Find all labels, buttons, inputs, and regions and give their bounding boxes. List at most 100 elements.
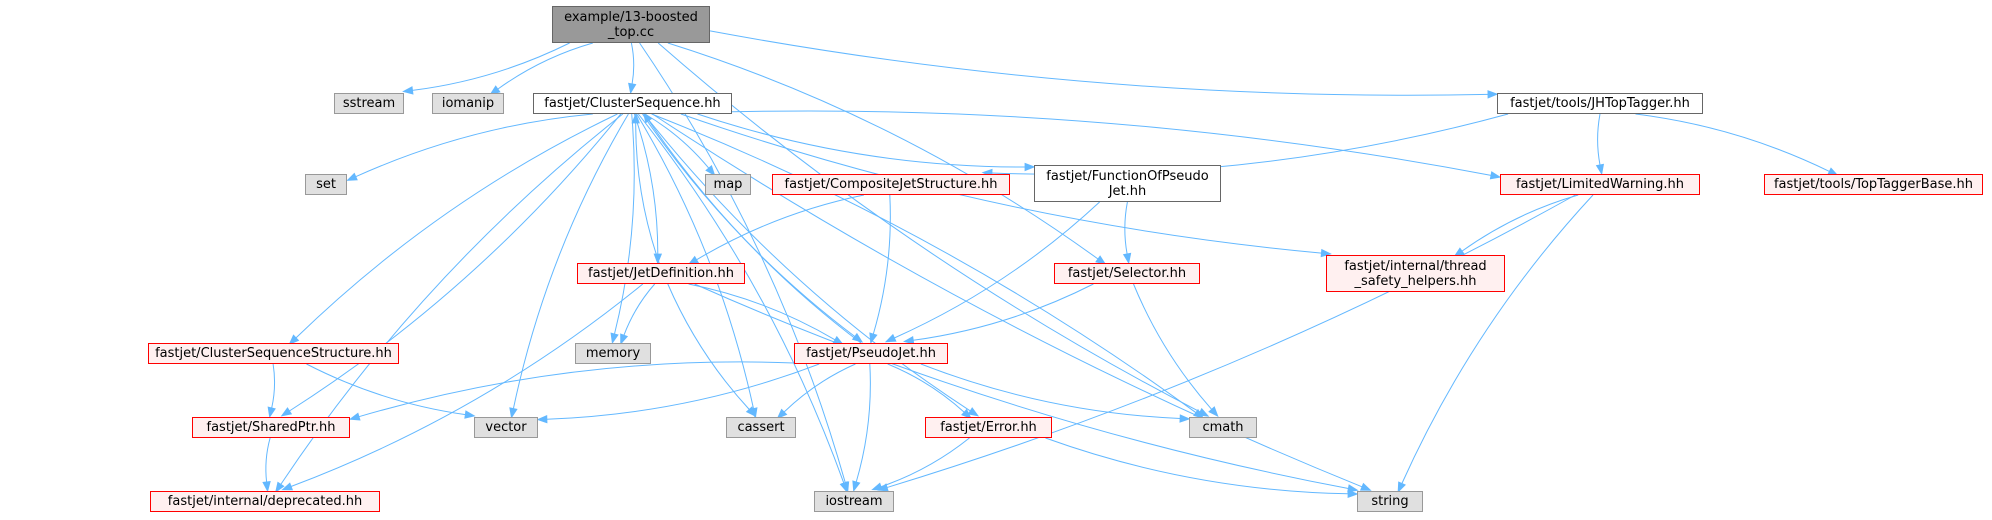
edge-root-to-iomanip bbox=[497, 42, 593, 90]
edge-root-to-jhtoptagger bbox=[709, 30, 1489, 96]
edge-jetdef-to-memory bbox=[623, 283, 656, 336]
node-label: fastjet/tools/TopTaggerBase.hh bbox=[1773, 177, 1974, 192]
edge-clusterseq-to-iostream bbox=[637, 113, 845, 484]
node-thread-safety-helpers[interactable]: fastjet/internal/thread_safety_helpers.h… bbox=[1326, 255, 1505, 292]
arrowhead-pseudojet-to-cassert bbox=[776, 408, 788, 420]
node-set[interactable]: set bbox=[305, 174, 347, 195]
node-deprecated[interactable]: fastjet/internal/deprecated.hh bbox=[150, 491, 380, 512]
edge-clusterseq-to-csstructure bbox=[295, 113, 618, 339]
arrowhead-pseudojet-to-vector bbox=[536, 414, 548, 424]
edge-pseudojet-to-vector bbox=[546, 363, 820, 420]
node-cluster-sequence-structure[interactable]: fastjet/ClusterSequenceStructure.hh bbox=[148, 343, 399, 364]
edge-limitedwarning-to-string bbox=[1401, 194, 1594, 484]
arrowhead-clusterseq-to-csstructure bbox=[288, 334, 300, 346]
edge-root-to-selector bbox=[667, 42, 1099, 260]
node-label: string bbox=[1371, 494, 1409, 509]
node-top-tagger-base[interactable]: fastjet/tools/TopTaggerBase.hh bbox=[1764, 174, 1983, 195]
arrowhead-pseudojet-to-clusterseq bbox=[642, 111, 653, 124]
node-iomanip[interactable]: iomanip bbox=[432, 93, 504, 114]
edge-pseudojet-to-cmath bbox=[920, 363, 1181, 419]
node-pseudojet[interactable]: fastjet/PseudoJet.hh bbox=[794, 343, 948, 364]
arrowhead-clusterseq-to-iostream bbox=[839, 481, 848, 493]
node-jh-top-tagger[interactable]: fastjet/tools/JHTopTagger.hh bbox=[1497, 93, 1703, 114]
edge-clusterseq-to-jetdef bbox=[633, 113, 659, 255]
node-label: fastjet/JetDefinition.hh bbox=[588, 266, 734, 281]
node-cluster-sequence[interactable]: fastjet/ClusterSequence.hh bbox=[533, 93, 732, 114]
arrowhead-pseudojet-to-cmath bbox=[1179, 414, 1191, 423]
arrowhead-sharedptr-to-deprecated bbox=[262, 481, 271, 493]
node-cassert[interactable]: cassert bbox=[726, 417, 796, 438]
edge-clusterseq-to-memory bbox=[614, 113, 635, 335]
arrowhead-pseudojet-to-error bbox=[961, 408, 972, 420]
arrowhead-selector-to-cmath bbox=[1208, 406, 1219, 418]
node-error[interactable]: fastjet/Error.hh bbox=[925, 417, 1052, 438]
arrowhead-jetdef-to-deprecated bbox=[281, 482, 294, 491]
arrowhead-clusterseq-to-set bbox=[346, 172, 358, 181]
edge-functionof-to-pseudojet bbox=[894, 201, 1100, 339]
node-label: fastjet/ClusterSequence.hh bbox=[544, 96, 721, 111]
node-cmath[interactable]: cmath bbox=[1189, 417, 1257, 438]
node-limited-warning[interactable]: fastjet/LimitedWarning.hh bbox=[1500, 174, 1700, 195]
arrowhead-root-to-jhtoptagger bbox=[1487, 90, 1499, 99]
edge-clusterseq-to-cmath bbox=[651, 113, 1197, 414]
node-label: memory bbox=[585, 346, 641, 361]
node-label: fastjet/Error.hh bbox=[940, 420, 1037, 435]
arrowhead-jetdef-to-string bbox=[1347, 484, 1359, 493]
arrowhead-pseudojet-to-iostream bbox=[852, 480, 861, 493]
edge-clusterseq-to-functionof bbox=[697, 113, 1026, 168]
node-string[interactable]: string bbox=[1357, 491, 1423, 512]
edge-clusterseq-to-cassert bbox=[636, 113, 754, 409]
node-memory[interactable]: memory bbox=[575, 343, 651, 364]
node-label: fastjet/PseudoJet.hh bbox=[806, 346, 936, 361]
edge-pseudojet-to-error bbox=[887, 363, 965, 413]
arrowhead-limitedwarning-to-string bbox=[1397, 481, 1406, 493]
node-iostream[interactable]: iostream bbox=[814, 491, 894, 512]
arrowhead-error-to-string bbox=[1347, 489, 1359, 499]
arrowhead-clusterseq-to-deprecated bbox=[275, 481, 285, 494]
arrowhead-jhtoptagger-to-limitedwarning bbox=[1595, 163, 1605, 176]
node-sstream[interactable]: sstream bbox=[334, 93, 404, 114]
edge-pseudojet-to-cassert bbox=[783, 363, 856, 413]
edge-jhtoptagger-to-toptaggerbase bbox=[1635, 113, 1830, 172]
arrowhead-clusterseq-to-memory bbox=[610, 332, 619, 345]
node-shared-ptr[interactable]: fastjet/SharedPtr.hh bbox=[192, 417, 350, 438]
edge-jetdef-to-cassert bbox=[667, 283, 750, 410]
arrowhead-clusterseq-to-vector bbox=[509, 407, 518, 419]
node-jet-definition[interactable]: fastjet/JetDefinition.hh bbox=[577, 263, 745, 284]
edge-sharedptr-to-deprecated bbox=[265, 437, 271, 483]
edge-clusterseq-to-set bbox=[355, 113, 593, 178]
edge-clusterseq-to-threadsafety bbox=[680, 113, 1322, 254]
node-selector[interactable]: fastjet/Selector.hh bbox=[1054, 263, 1200, 284]
node-map[interactable]: map bbox=[705, 174, 751, 195]
arrowhead-csstructure-to-vector bbox=[464, 410, 476, 419]
edge-csstructure-to-vector bbox=[306, 363, 466, 416]
arrowhead-root-to-clusterseq bbox=[628, 82, 637, 95]
edge-jetdef-to-string bbox=[694, 283, 1349, 489]
edge-csstructure-to-sharedptr bbox=[271, 363, 276, 409]
arrowhead-clusterseq-to-string bbox=[1359, 482, 1372, 491]
node-label: fastjet/tools/JHTopTagger.hh bbox=[1510, 96, 1690, 111]
node-label: fastjet/ClusterSequenceStructure.hh bbox=[155, 346, 392, 361]
arrowhead-compositejet-to-pseudojet bbox=[869, 332, 878, 345]
arrowhead-pseudojet-to-sharedptr bbox=[348, 412, 361, 421]
arrowhead-functionof-to-selector bbox=[1122, 252, 1132, 265]
node-composite-jet-structure[interactable]: fastjet/CompositeJetStructure.hh bbox=[772, 174, 1010, 195]
node-label: map bbox=[713, 177, 743, 192]
node-label: example/13-boosted_top.cc bbox=[564, 9, 698, 40]
node-vector[interactable]: vector bbox=[474, 417, 538, 438]
edge-pseudojet-to-iostream bbox=[855, 363, 871, 483]
arrowhead-jetdef-to-memory bbox=[620, 333, 629, 345]
edge-clusterseq-to-error bbox=[643, 113, 971, 412]
arrowhead-clusterseq-to-sharedptr bbox=[280, 407, 293, 417]
edge-compositejet-to-pseudojet bbox=[872, 194, 891, 335]
node-label: fastjet/internal/thread_safety_helpers.h… bbox=[1344, 258, 1487, 289]
arrowhead-error-to-iostream bbox=[871, 482, 883, 491]
arrowhead-root-to-sstream bbox=[402, 86, 414, 95]
edge-clusterseq-to-limitedwarning bbox=[731, 110, 1492, 176]
edge-jetdef-to-pseudojet bbox=[688, 283, 836, 341]
node-root[interactable]: example/13-boosted_top.cc bbox=[552, 6, 710, 43]
edge-pseudojet-to-sharedptr bbox=[358, 361, 795, 418]
edge-pseudojet-to-clusterseq bbox=[648, 120, 862, 344]
edge-functionof-to-selector bbox=[1124, 201, 1128, 255]
